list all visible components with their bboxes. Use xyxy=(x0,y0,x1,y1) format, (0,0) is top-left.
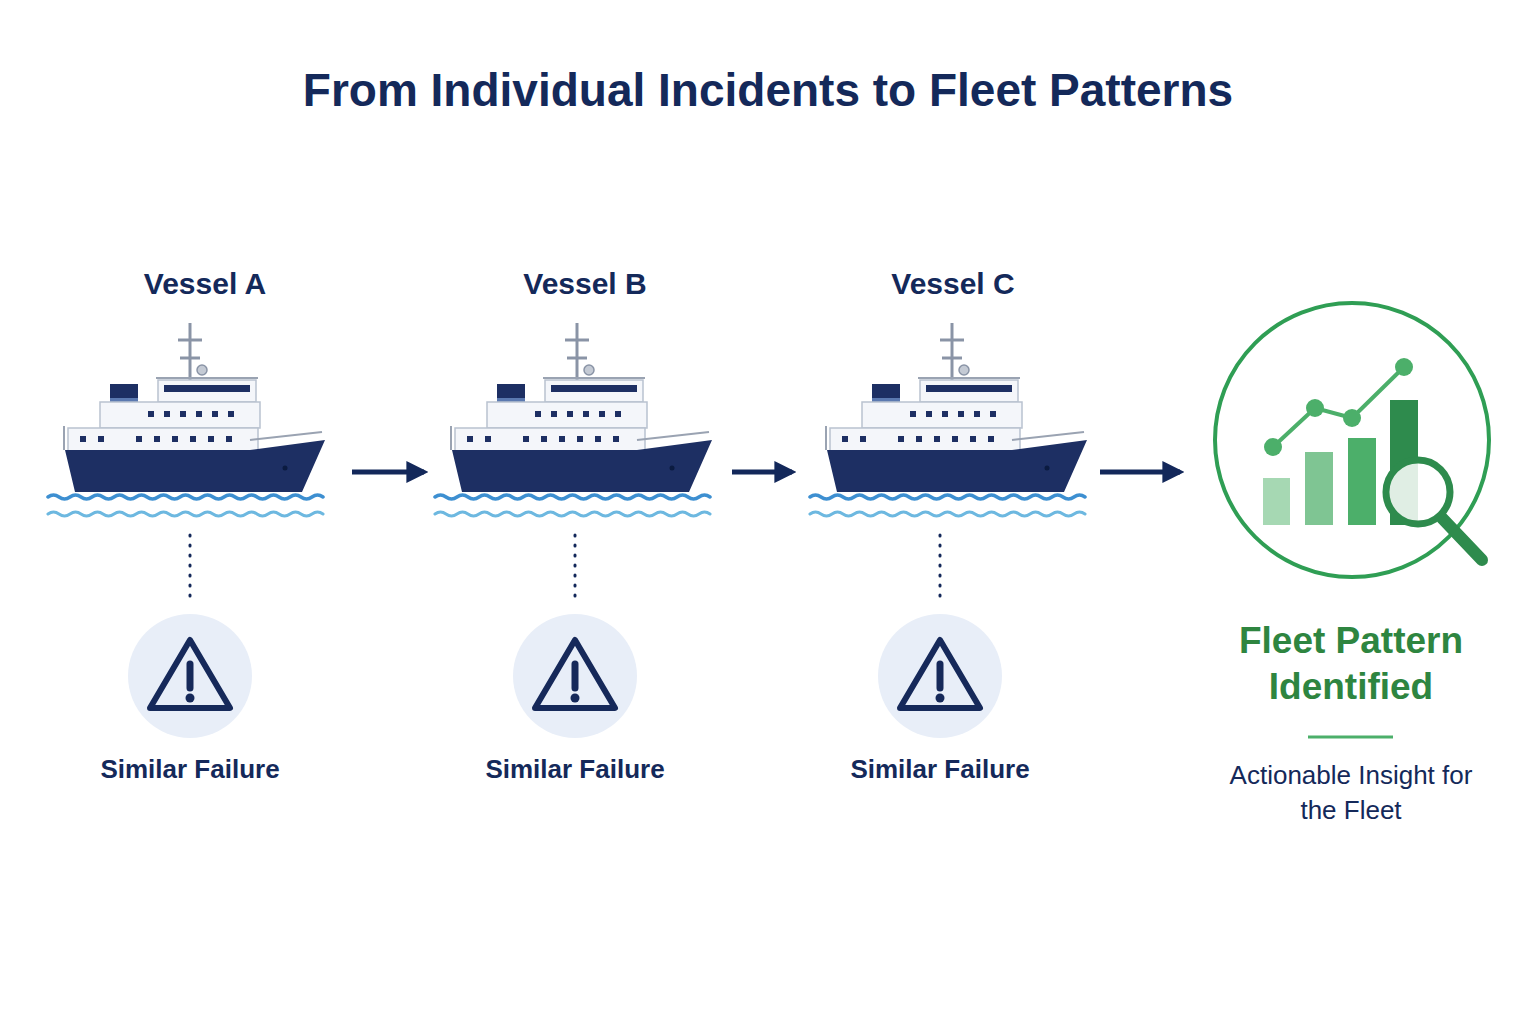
trend-point xyxy=(1264,438,1282,456)
vessel-node: Vessel B xyxy=(440,262,730,525)
flow-arrow xyxy=(352,470,424,475)
trend-line xyxy=(1273,367,1404,447)
insight-icon xyxy=(1215,303,1489,577)
insight-body: Actionable Insight for the Fleet xyxy=(1216,758,1486,828)
trend-point xyxy=(1343,409,1361,427)
vessel-illustration xyxy=(810,323,1087,516)
vessel-illustration xyxy=(48,323,325,516)
chart-bar xyxy=(1305,452,1333,525)
vessel-label: Vessel B xyxy=(440,266,730,302)
dotted-leader xyxy=(939,535,942,600)
insight-circle xyxy=(1215,303,1489,577)
failure-label: Similar Failure xyxy=(830,752,1050,786)
vessel-illustration xyxy=(435,323,712,516)
warning-icon xyxy=(878,614,1002,738)
warning-icon xyxy=(128,614,252,738)
diagram-title: From Individual Incidents to Fleet Patte… xyxy=(0,58,1536,122)
flow-arrow xyxy=(1100,470,1180,475)
dotted-leader xyxy=(189,535,192,600)
magnifier-lens xyxy=(1386,460,1450,524)
vessel-node: Vessel C xyxy=(808,262,1098,525)
insight-heading: Fleet Pattern Identified xyxy=(1201,618,1501,710)
failure-node: Similar Failure xyxy=(80,606,300,796)
vessel-node: Vessel A xyxy=(60,262,350,525)
flow-arrow xyxy=(732,470,792,475)
vessel-label: Vessel C xyxy=(808,266,1098,302)
vessel-label: Vessel A xyxy=(60,266,350,302)
divider-line xyxy=(1308,736,1393,739)
chart-bar xyxy=(1263,478,1290,525)
trend-point xyxy=(1395,358,1413,376)
warning-icon xyxy=(513,614,637,738)
dotted-leader xyxy=(574,535,577,600)
failure-node: Similar Failure xyxy=(465,606,685,796)
magnifier-handle xyxy=(1442,518,1482,560)
failure-label: Similar Failure xyxy=(80,752,300,786)
trend-point xyxy=(1306,399,1324,417)
chart-bar xyxy=(1348,438,1376,525)
failure-label: Similar Failure xyxy=(465,752,685,786)
failure-node: Similar Failure xyxy=(830,606,1050,796)
insight-node: Fleet Pattern IdentifiedActionable Insig… xyxy=(1196,300,1506,830)
